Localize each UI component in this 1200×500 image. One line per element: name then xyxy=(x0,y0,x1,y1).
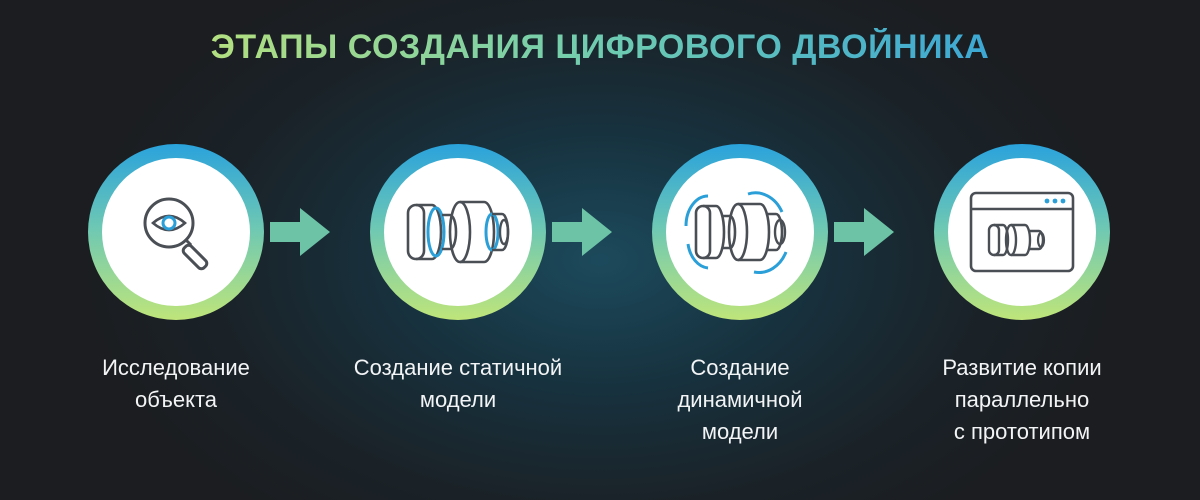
stage-4-circle xyxy=(934,144,1110,320)
arrow-3-icon xyxy=(834,208,894,256)
stage-3-label: Создание динамичной модели xyxy=(677,355,803,444)
page-title: ЭТАПЫ СОЗДАНИЯ ЦИФРОВОГО ДВОЙНИКА xyxy=(0,28,1200,67)
stage-1-label: Исследование объекта xyxy=(102,355,250,412)
stage-4-label: Развитие копии параллельно с прототипом xyxy=(942,355,1102,444)
stage-1-circle xyxy=(88,144,264,320)
stage-3-circle xyxy=(652,144,828,320)
rotating-shaft-model-icon xyxy=(684,191,788,274)
stage-2-label: Создание статичной модели xyxy=(353,355,563,412)
magnifier-eye-icon xyxy=(143,197,209,271)
stage-2-circle xyxy=(370,144,546,320)
arrow-2-icon xyxy=(552,208,612,256)
static-shaft-model-icon xyxy=(406,200,510,264)
browser-window-shaft-icon xyxy=(969,191,1075,273)
arrow-1-icon xyxy=(270,208,330,256)
